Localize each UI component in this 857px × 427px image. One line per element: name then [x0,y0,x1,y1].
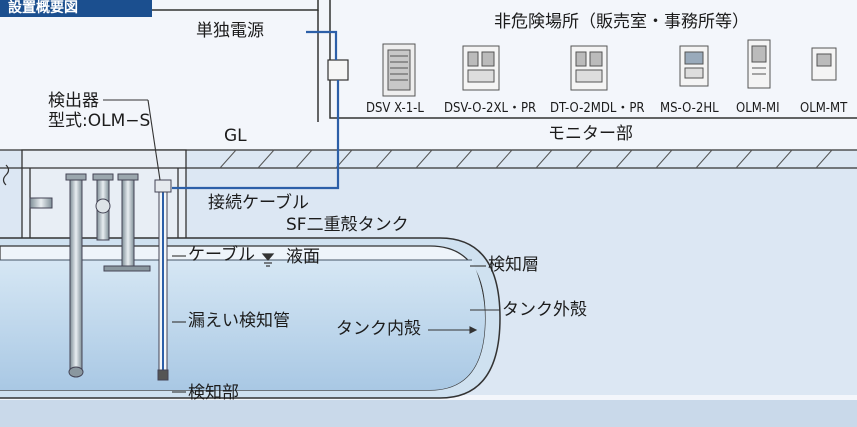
display-unit-icon [679,45,709,87]
power-box [327,59,349,81]
sensor-label: 検知部 [188,383,239,403]
detection-layer-label: 検知層 [488,255,539,275]
ground-hatch [219,149,833,169]
gl-label: GL [224,126,247,146]
rack-panel-icon [382,43,416,97]
connection-cable [172,30,340,190]
monitor-section-label: モニター部 [548,124,633,144]
level-marker [261,253,275,267]
power-label: 単独電源 [196,21,264,41]
area-label: 非危険場所（販売室・事務所等） [494,12,749,32]
liquid [0,260,485,390]
leak-detection-pipe [154,179,172,381]
monitor-label: DSV X-1-L [366,101,424,116]
cable-label: ケーブル [188,245,255,265]
liquid-level-label: 液面 [286,247,320,267]
model-label: 型式:OLM−S [48,111,151,131]
outer-shell-label: タンク外殻 [502,300,587,320]
monitor-label: OLM-MT [800,101,848,116]
monitor-label: DSV-O-2XL・PR [444,101,537,116]
monitor-label: DT-O-2MDL・PR [550,101,645,116]
leak-pipe-label: 漏えい検知管 [188,311,290,331]
tank-label: SF二重殻タンク [286,215,409,235]
small-unit-icon [811,47,837,81]
bottom-band [0,400,857,427]
monitor-label: OLM-MI [736,101,780,116]
leaders [103,99,500,393]
pipes [29,173,151,378]
detector-label: 検出器 [48,91,99,111]
panel-unit-icon [570,45,608,91]
inner-shell-label: タンク内殻 [336,319,421,339]
panel-unit-icon [462,45,500,91]
cable-connection-label: 接続ケーブル [208,193,309,213]
monitor-units [382,39,837,97]
tall-unit-icon [747,39,771,89]
monitor-label: MS-O-2HL [660,101,719,116]
header-title: 設置概要図 [0,0,152,17]
